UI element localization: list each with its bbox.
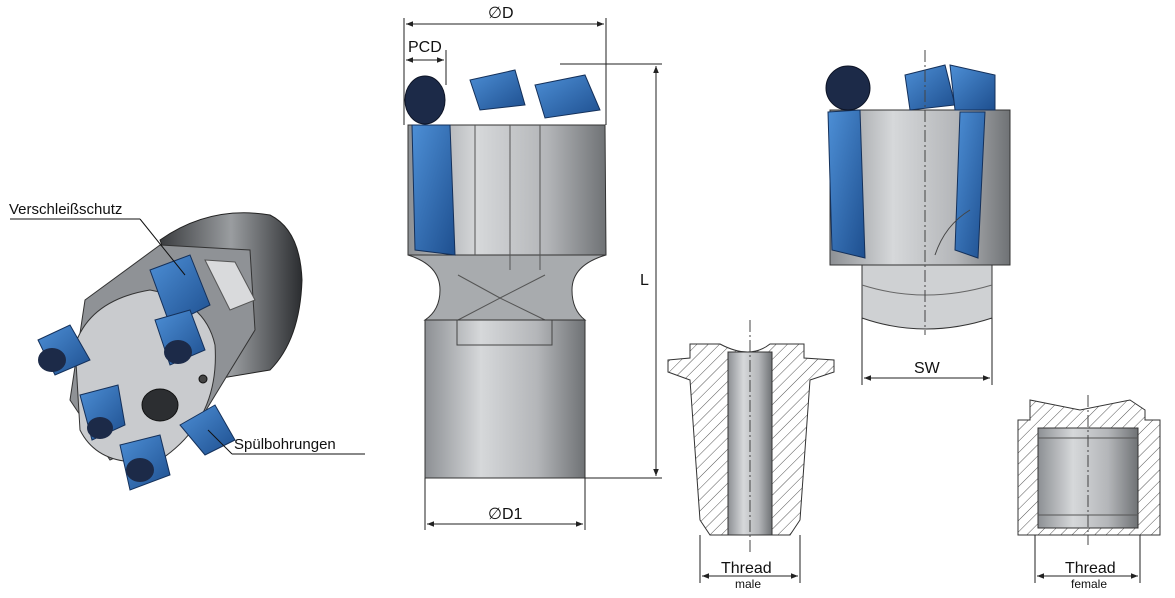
dim-label-d1: ∅D1 <box>488 506 522 523</box>
label-thread-female: Thread <box>1065 560 1116 577</box>
cutter-group <box>37 309 236 491</box>
dim-label-l: L <box>640 272 649 289</box>
male-thread-section: Thread male <box>667 320 835 591</box>
dim-label-sw: SW <box>914 360 941 377</box>
side-view: ∅D PCD L ∅D1 <box>403 5 662 530</box>
dim-label-d: ∅D <box>488 5 514 22</box>
label-thread-female-sub: female <box>1071 577 1107 591</box>
side-cutters <box>404 69 601 125</box>
label-verschleissschutz: Verschleißschutz <box>9 201 122 218</box>
label-thread-male-sub: male <box>735 577 761 591</box>
rotated-side-view: SW <box>825 50 1011 385</box>
female-thread-section: Thread female <box>1017 395 1161 591</box>
label-thread-male: Thread <box>721 560 772 577</box>
dim-label-pcd: PCD <box>408 39 442 56</box>
isometric-bit-view: Verschleißschutz Spülbohrungen <box>9 201 365 491</box>
label-spuelbohrungen: Spülbohrungen <box>234 436 336 453</box>
